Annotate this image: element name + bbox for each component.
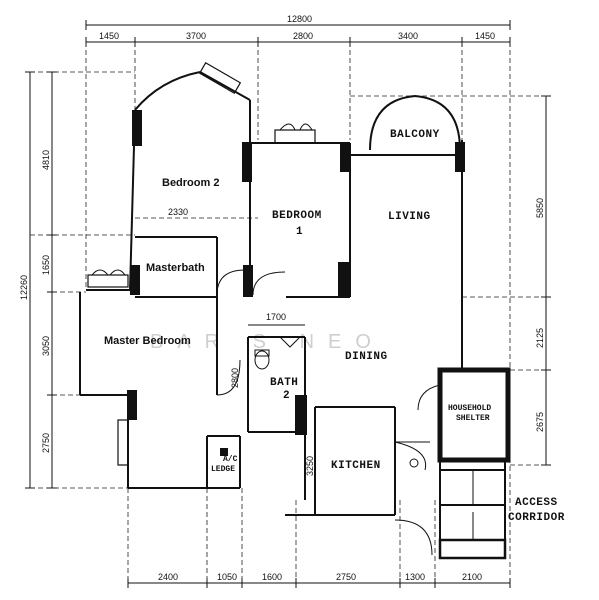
watermark: BAR S NEO — [150, 331, 385, 353]
dim-top-1: 1450 — [99, 31, 119, 41]
dim-right-1: 5850 — [535, 198, 545, 218]
dim-bottom-1: 2400 — [158, 572, 178, 582]
label-balcony: BALCONY — [390, 129, 440, 141]
fixtures — [254, 336, 419, 468]
doors — [182, 269, 441, 556]
dim-left-4: 2750 — [41, 433, 51, 453]
label-masterbath: Masterbath — [146, 262, 205, 274]
dim-inner-3250: 3250 — [305, 456, 315, 476]
dim-top-5: 1450 — [475, 31, 495, 41]
dim-total-height: 12260 — [19, 275, 29, 300]
label-kitchen: KITCHEN — [331, 460, 381, 472]
dim-top-2: 3700 — [186, 31, 206, 41]
dim-left-3: 3050 — [41, 336, 51, 356]
dim-bottom-2: 1050 — [217, 572, 237, 582]
dim-total-width: 12800 — [287, 14, 312, 24]
label-bath2-line2: 2 — [283, 390, 290, 402]
dim-left-2: 1650 — [41, 255, 51, 275]
label-corridor: CORRIDOR — [508, 512, 565, 524]
walls — [79, 71, 511, 560]
label-ledge: LEDGE — [211, 465, 235, 474]
label-master-bedroom: Master Bedroom — [104, 335, 191, 347]
label-access: ACCESS — [515, 497, 558, 509]
dim-top-4: 3400 — [398, 31, 418, 41]
label-dining: DINING — [345, 351, 388, 363]
label-bedroom2: Bedroom 2 — [162, 177, 219, 189]
dim-left-1: 4810 — [41, 150, 51, 170]
label-shelter: SHELTER — [456, 414, 490, 423]
label-bedroom1-line2: 1 — [296, 226, 303, 238]
dim-top-3: 2800 — [293, 31, 313, 41]
label-household: HOUSEHOLD — [448, 404, 491, 413]
dim-right-2: 2125 — [535, 328, 545, 348]
dim-bottom-4: 2750 — [336, 572, 356, 582]
grid-lines — [30, 42, 550, 580]
dim-inner-1700: 1700 — [266, 312, 286, 322]
left-dimensions — [25, 71, 57, 489]
dim-right-3: 2675 — [535, 412, 545, 432]
windows — [87, 61, 316, 466]
bottom-dimensions — [127, 578, 511, 588]
columns — [127, 110, 465, 456]
label-bath2-line1: BATH — [270, 377, 298, 389]
dim-bottom-5: 1300 — [405, 572, 425, 582]
dim-bottom-6: 2100 — [462, 572, 482, 582]
label-living: LIVING — [388, 211, 431, 223]
right-dimensions — [541, 95, 551, 466]
label-ac: A/C — [223, 455, 238, 464]
label-bedroom1-line1: BEDROOM — [272, 210, 322, 222]
dim-inner-2330: 2330 — [168, 207, 188, 217]
dim-bottom-3: 1600 — [262, 572, 282, 582]
dim-inner-2800: 2800 — [230, 368, 240, 388]
